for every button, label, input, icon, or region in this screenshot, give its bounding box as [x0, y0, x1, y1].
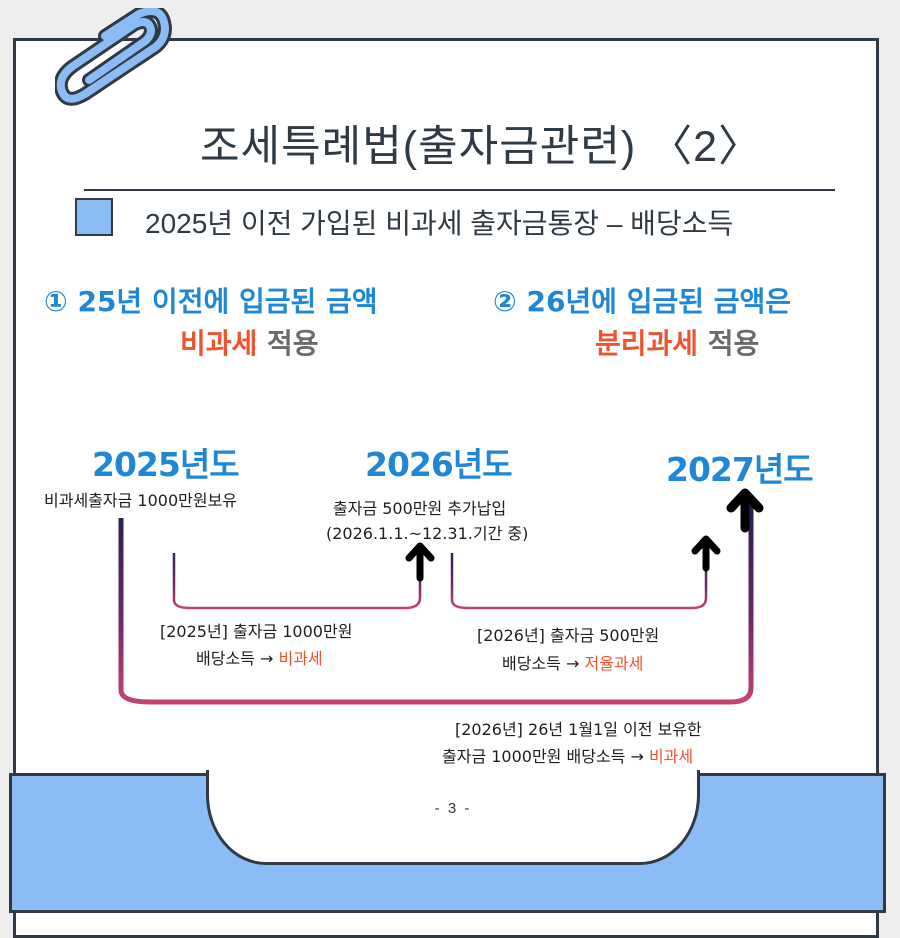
arrow-up-icon — [405, 488, 764, 582]
point-2-highlight: 분리과세 — [595, 327, 699, 360]
year-2025-label: 2025년도 — [92, 445, 240, 484]
bracket-long-highlight: 비과세 — [648, 747, 694, 766]
point-2-result: 분리과세 적용 — [595, 322, 759, 362]
timeline-brackets-diagram — [118, 488, 764, 705]
bracket-2026-note-line2: 배당소득 → 저율과세 — [502, 654, 644, 673]
title-divider — [84, 189, 835, 191]
year-2026-label: 2026년도 — [365, 445, 513, 484]
page-subtitle: 2025년 이전 가입된 비과세 출자금통장 – 배당소득 — [145, 208, 734, 239]
footer-tab: - 3 - — [206, 770, 700, 865]
paperclip-icon — [55, 8, 172, 106]
point-1-heading: ① 25년 이전에 입금된 금액 — [44, 285, 378, 318]
year-2027-label: 2027년도 — [666, 450, 814, 489]
bracket-long-note-line2: 출자금 1000만원 배당소득 → 비과세 — [442, 747, 694, 766]
bracket-2025-highlight: 비과세 — [278, 649, 323, 668]
page-title: 조세특례법(출자금관련) 〈2〉 — [200, 123, 763, 171]
bracket-2025 — [172, 553, 422, 610]
point-1-result: 비과세 적용 — [180, 322, 319, 362]
point-1-highlight: 비과세 — [180, 327, 258, 360]
bracket-long — [118, 505, 754, 705]
page-number: - 3 - — [434, 800, 472, 817]
bracket-2026 — [450, 553, 708, 610]
year-2026-note-line1: 출자금 500만원 추가납입 — [333, 499, 507, 518]
bracket-2025-note-line2: 배당소득 → 비과세 — [196, 649, 323, 668]
point-1-suffix: 적용 — [267, 327, 319, 360]
bracket-2026-note-line1: [2026년] 출자금 500만원 — [477, 626, 660, 645]
bracket-2025-note-line1: [2025년] 출자금 1000만원 — [160, 622, 353, 641]
year-2026-note-line2: (2026.1.1.~12.31.기간 중) — [326, 524, 529, 543]
bracket-2026-highlight: 저율과세 — [584, 654, 644, 673]
point-2-suffix: 적용 — [707, 327, 760, 360]
point-2-heading: ② 26년에 입금된 금액은 — [493, 285, 791, 318]
year-2025-note: 비과세출자금 1000만원보유 — [44, 491, 238, 510]
bullet-square-icon — [75, 198, 113, 236]
bracket-long-note-line1: [2026년] 26년 1월1일 이전 보유한 — [455, 720, 702, 739]
